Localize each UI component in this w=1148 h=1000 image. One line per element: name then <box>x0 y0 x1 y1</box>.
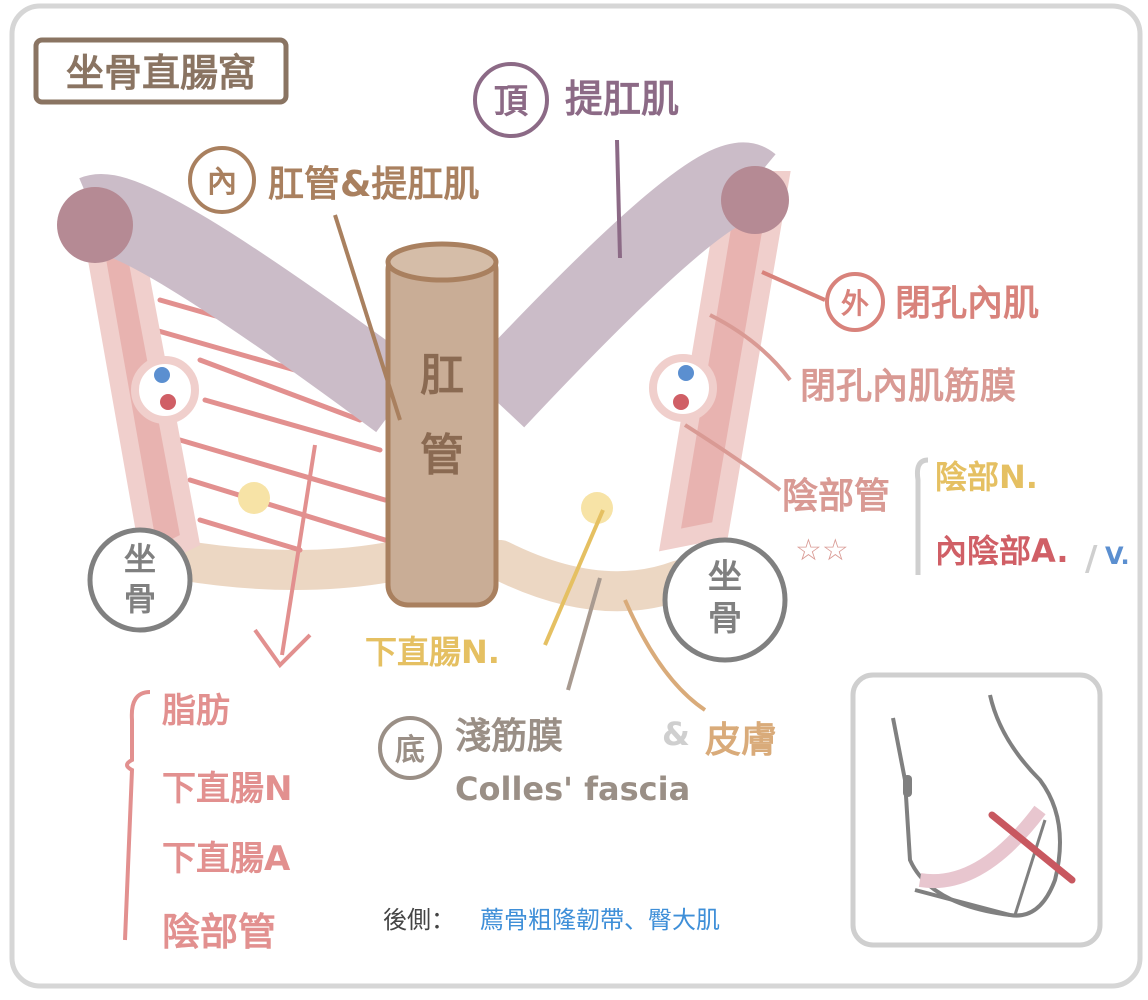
lateral-marker <box>825 272 885 332</box>
floor-marker <box>378 716 442 780</box>
title: 坐骨直腸窩 <box>66 51 256 95</box>
svg-text:皮膚: 皮膚 <box>705 720 777 761</box>
bracket <box>123 690 151 941</box>
svg-text:☆☆: ☆☆ <box>795 533 849 568</box>
inf-rectal-nerve-left <box>238 482 270 514</box>
svg-text:下直腸N: 下直腸N <box>162 769 292 809</box>
roof-marker <box>473 62 549 138</box>
levator-origin-left <box>57 187 133 263</box>
fat-hatching <box>152 297 388 553</box>
svg-text:下直腸N.: 下直腸N. <box>365 633 500 671</box>
svg-text:&: & <box>662 715 690 753</box>
svg-text:內陰部A.: 內陰部A. <box>935 532 1069 570</box>
vein-dot <box>678 365 694 381</box>
svg-text:肛管&提肛肌: 肛管&提肛肌 <box>268 164 479 205</box>
svg-text:肛: 肛 <box>420 350 464 401</box>
svg-text:內: 內 <box>207 165 237 200</box>
svg-text:坐: 坐 <box>124 540 156 578</box>
svg-text:坐: 坐 <box>708 557 742 597</box>
svg-text:底: 底 <box>395 733 425 768</box>
svg-text:薦骨粗隆韌帶、臀大肌: 薦骨粗隆韌帶、臀大肌 <box>480 906 720 934</box>
svg-text:脂肪: 脂肪 <box>162 691 230 731</box>
svg-text:閉孔內肌筋膜: 閉孔內肌筋膜 <box>800 366 1016 407</box>
levator-origin-right <box>721 166 789 234</box>
svg-text:V.: V. <box>1105 542 1130 570</box>
svg-text:外: 外 <box>841 287 869 320</box>
inf-rectal-nerve-right <box>581 492 613 524</box>
artery-dot <box>160 394 176 410</box>
svg-text:淺筋膜: 淺筋膜 <box>455 716 563 757</box>
svg-text:骨: 骨 <box>124 580 156 618</box>
svg-text:陰部管: 陰部管 <box>162 910 276 954</box>
svg-text:後側：: 後側： <box>383 906 455 934</box>
svg-text:下直腸A: 下直腸A <box>162 839 291 879</box>
svg-text:頂: 頂 <box>494 82 529 122</box>
ischium-left <box>87 527 193 633</box>
svg-text:骨: 骨 <box>708 599 742 639</box>
title-box <box>33 37 289 105</box>
svg-text:Colles' fascia: Colles' fascia <box>455 770 690 808</box>
svg-text:/: / <box>1085 539 1098 579</box>
pudendal-canal-right <box>649 354 717 422</box>
inset-sketch <box>891 694 1076 918</box>
svg-text:陰部N.: 陰部N. <box>935 458 1038 496</box>
vein-dot <box>154 367 170 383</box>
svg-text:閉孔內肌: 閉孔內肌 <box>895 283 1039 324</box>
pudendal-canal-left <box>131 356 199 424</box>
ischium-right <box>662 537 788 663</box>
medial-marker <box>188 146 256 214</box>
artery-dot <box>673 394 689 410</box>
arrow-down-icon <box>253 628 312 669</box>
bracket <box>915 457 929 575</box>
svg-text:提肛肌: 提肛肌 <box>565 77 679 121</box>
svg-text:陰部管: 陰部管 <box>782 476 890 517</box>
inset-orientation <box>850 672 1103 948</box>
anal-canal <box>385 247 499 608</box>
svg-text:管: 管 <box>420 430 464 481</box>
